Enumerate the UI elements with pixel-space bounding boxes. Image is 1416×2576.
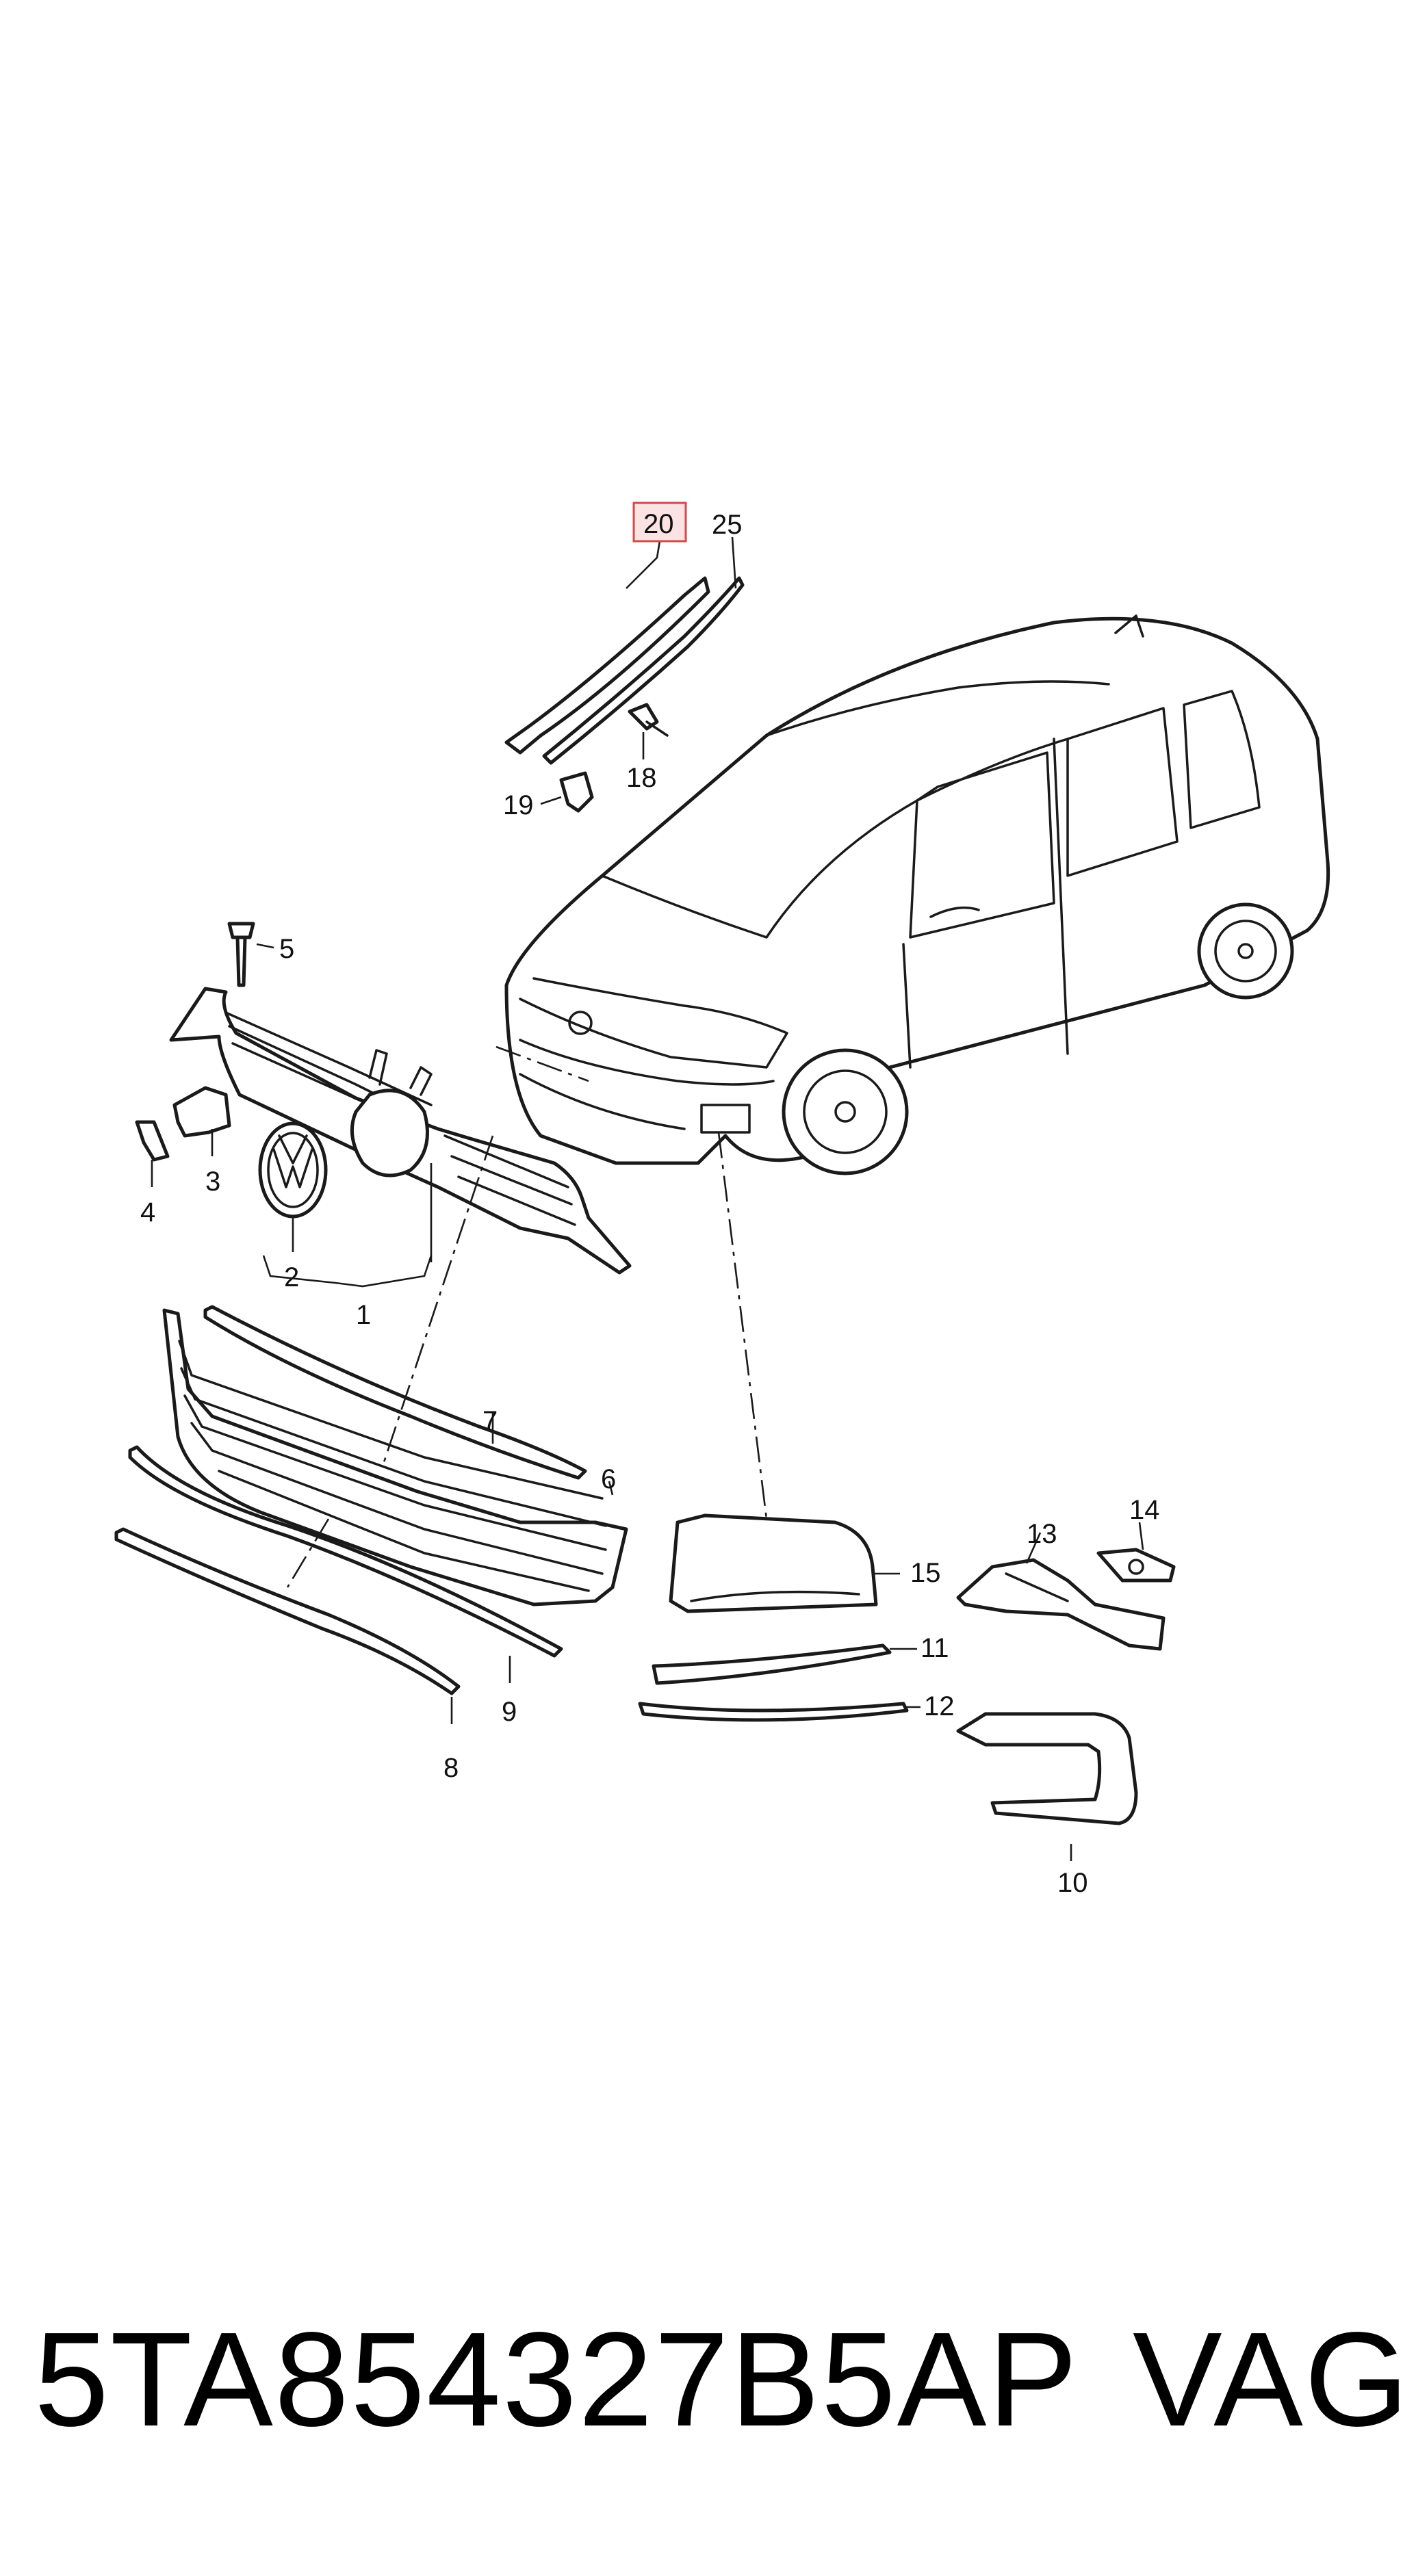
callout-6[interactable]: 6 bbox=[601, 1464, 616, 1494]
callout-9[interactable]: 9 bbox=[502, 1697, 517, 1727]
leader-lines bbox=[151, 536, 1144, 1861]
callout-19[interactable]: 19 bbox=[503, 790, 534, 820]
part-number: 5TA854327B5AP bbox=[34, 2304, 1079, 2454]
callout-5[interactable]: 5 bbox=[279, 934, 294, 964]
part-1-radiator-grille bbox=[169, 987, 632, 1275]
callout-3[interactable]: 3 bbox=[205, 1167, 220, 1197]
footer-caption: 5TA854327B5AP VAG bbox=[0, 2313, 1416, 2518]
part-12-molding bbox=[638, 1702, 909, 1722]
part-4-holder bbox=[135, 1120, 170, 1162]
part-2-emblem bbox=[258, 1121, 328, 1219]
callout-13[interactable]: 13 bbox=[1027, 1519, 1057, 1549]
part-5-screw bbox=[227, 922, 255, 987]
callout-1[interactable]: 1 bbox=[356, 1300, 371, 1330]
callout-4[interactable]: 4 bbox=[140, 1197, 155, 1227]
part-11-molding bbox=[652, 1643, 892, 1685]
callout-15[interactable]: 15 bbox=[910, 1558, 941, 1588]
part-7-trim bbox=[203, 1305, 587, 1480]
callout-2[interactable]: 2 bbox=[284, 1262, 299, 1292]
callout-25[interactable]: 25 bbox=[712, 510, 743, 540]
callout-10[interactable]: 10 bbox=[1057, 1868, 1088, 1898]
part-6-lower-grille bbox=[162, 1308, 628, 1606]
callouts: 20 25 18 19 5 3 4 2 1 7 6 9 8 13 14 15 1… bbox=[140, 502, 1160, 1898]
callout-14[interactable]: 14 bbox=[1129, 1495, 1160, 1525]
part-13-grille-insert bbox=[956, 1558, 1166, 1651]
part-15-fog-lamp-cover bbox=[669, 1513, 878, 1613]
part-3-bracket bbox=[172, 1086, 231, 1138]
assembly-lines bbox=[286, 1045, 768, 1588]
part-14-cover bbox=[1096, 1548, 1176, 1583]
callout-20[interactable]: 20 bbox=[643, 509, 674, 539]
part-9-trim bbox=[128, 1445, 563, 1658]
callout-11[interactable]: 11 bbox=[921, 1633, 949, 1663]
part-10-trim-frame bbox=[956, 1712, 1138, 1825]
part-18-clip bbox=[628, 703, 669, 737]
brand-name: VAG bbox=[1133, 2304, 1411, 2454]
callout-7[interactable]: 7 bbox=[482, 1406, 498, 1436]
part-19-bracket bbox=[559, 771, 594, 813]
highlight-box-20 bbox=[632, 502, 687, 543]
part-20-trim-strip bbox=[504, 576, 710, 755]
callout-18[interactable]: 18 bbox=[626, 763, 657, 793]
car-illustration bbox=[504, 614, 1330, 1175]
callout-8[interactable]: 8 bbox=[443, 1753, 459, 1783]
part-25-seal-strip bbox=[542, 576, 745, 765]
part-8-trim bbox=[114, 1527, 461, 1695]
callout-12[interactable]: 12 bbox=[924, 1691, 955, 1721]
